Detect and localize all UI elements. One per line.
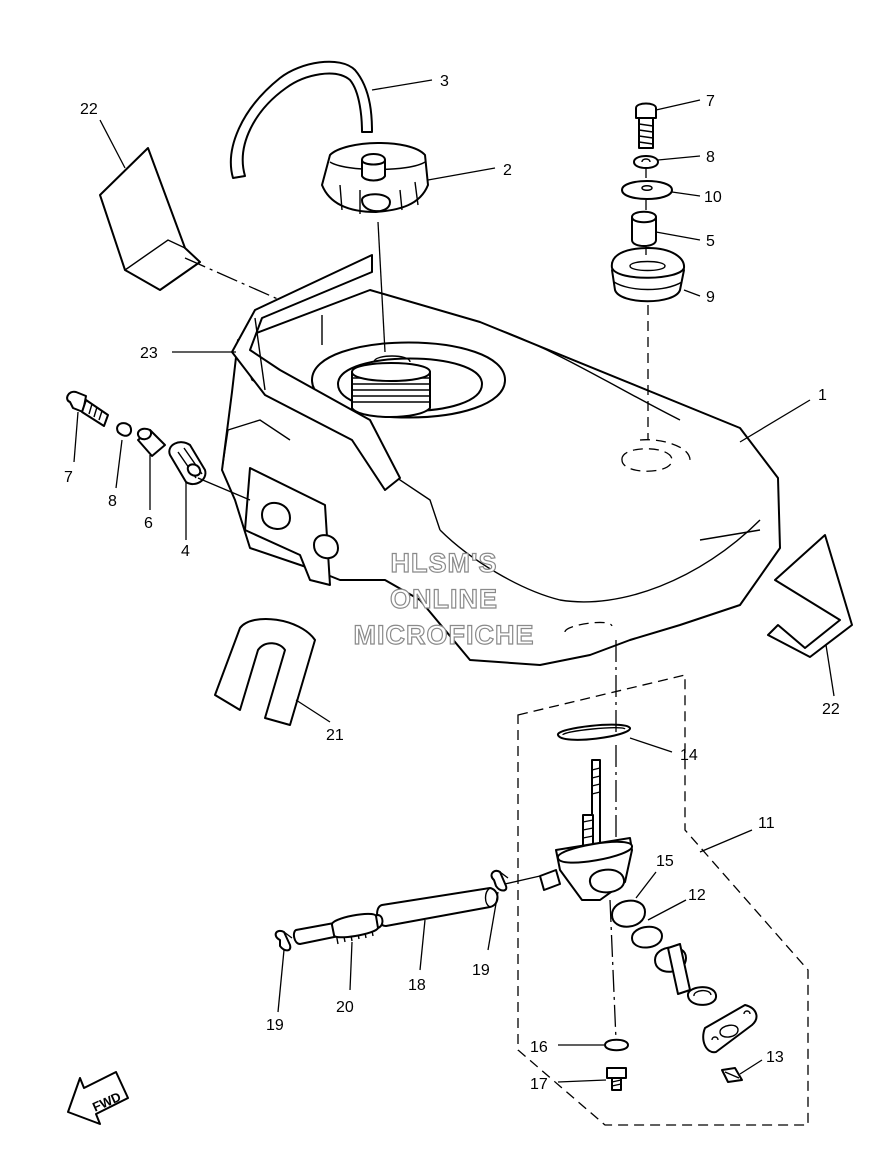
callout-16: 16 [530, 1039, 604, 1056]
breather-hose [229, 60, 373, 179]
svg-text:20: 20 [336, 999, 354, 1016]
callout-7-left: 7 [64, 411, 79, 486]
svg-text:13: 13 [766, 1049, 784, 1066]
svg-text:6: 6 [144, 515, 153, 532]
grommet-right [610, 247, 686, 303]
callout-1: 1 [739, 387, 827, 443]
callout-4: 4 [181, 482, 190, 560]
fuel-tank [221, 289, 781, 666]
cap-axis-line [377, 221, 386, 353]
callout-19-right: 19 [472, 891, 499, 979]
svg-text:3: 3 [440, 73, 449, 90]
callout-17: 17 [530, 1076, 607, 1093]
svg-text:17: 17 [530, 1076, 548, 1093]
svg-text:22: 22 [80, 101, 98, 118]
fuel-cock-body [539, 759, 634, 901]
callout-23: 23 [140, 345, 236, 362]
spring-washer-left [116, 422, 132, 437]
callout-8-left: 8 [108, 439, 123, 510]
fuel-cap [321, 142, 429, 214]
callout-9: 9 [683, 289, 715, 306]
callout-21: 21 [295, 699, 344, 744]
watermark: HLSM'S ONLINE MICROFICHE [353, 547, 535, 650]
tank-pad-upper [99, 147, 201, 291]
fuel-cock-washer [604, 1038, 629, 1052]
grommet-left [168, 441, 207, 486]
callout-18: 18 [408, 919, 426, 994]
callout-22-upper: 22 [80, 101, 126, 169]
hose-clip-right [490, 869, 509, 892]
callout-14: 14 [629, 737, 698, 764]
svg-text:10: 10 [704, 189, 722, 206]
svg-text:18: 18 [408, 977, 426, 994]
hose-axis-line [504, 875, 541, 885]
svg-text:21: 21 [326, 727, 344, 744]
callout-8-right: 8 [657, 149, 715, 166]
svg-text:14: 14 [680, 747, 698, 764]
fuel-hose [376, 887, 499, 927]
callout-5: 5 [655, 231, 715, 250]
svg-text:7: 7 [64, 469, 73, 486]
svg-text:4: 4 [181, 543, 190, 560]
svg-text:22: 22 [822, 701, 840, 718]
pad-axis-line [184, 257, 281, 301]
callout-19-left: 19 [266, 949, 285, 1034]
fuel-cock-cover-plate [702, 1004, 758, 1054]
svg-text:5: 5 [706, 233, 715, 250]
fuel-cock-axis-line [609, 640, 617, 1041]
mounting-bolt-left [66, 390, 109, 427]
fuel-cock-gasket [556, 723, 632, 741]
svg-text:2: 2 [503, 162, 512, 179]
hose-spring-protector [292, 912, 384, 945]
callout-22-lower: 22 [822, 644, 840, 718]
rubber-damper [214, 617, 316, 726]
callout-7-right: 7 [655, 93, 715, 111]
callout-13: 13 [739, 1049, 784, 1075]
callout-2: 2 [427, 162, 512, 181]
svg-text:16: 16 [530, 1039, 548, 1056]
callout-6: 6 [144, 455, 153, 532]
svg-text:9: 9 [706, 289, 715, 306]
fuel-cock-seal [631, 925, 663, 949]
callout-3: 3 [371, 73, 449, 91]
svg-text:HLSM'S: HLSM'S [391, 548, 498, 578]
svg-text:19: 19 [472, 962, 490, 979]
svg-text:7: 7 [706, 93, 715, 110]
tank-pad-lower [767, 534, 853, 658]
svg-text:1: 1 [818, 387, 827, 404]
svg-text:19: 19 [266, 1017, 284, 1034]
collar-right [631, 210, 657, 247]
fuel-cock-spring-ring [687, 986, 717, 1006]
left-mount-axis-line [197, 477, 251, 501]
svg-text:8: 8 [108, 493, 117, 510]
svg-text:MICROFICHE: MICROFICHE [354, 620, 535, 650]
callout-10: 10 [671, 189, 722, 206]
fuel-cock-assembly-outline [517, 674, 809, 1126]
svg-text:ONLINE: ONLINE [390, 584, 498, 614]
cover-screw [721, 1067, 743, 1083]
svg-text:15: 15 [656, 853, 674, 870]
callout-20: 20 [336, 941, 354, 1016]
svg-text:12: 12 [688, 887, 706, 904]
flat-washer [621, 180, 673, 200]
callout-15: 15 [635, 853, 674, 899]
fuel-cock-lever [654, 943, 691, 995]
hose-clip-left [274, 930, 293, 952]
callout-12: 12 [647, 887, 706, 921]
collar-left [136, 427, 166, 457]
svg-text:23: 23 [140, 345, 158, 362]
spring-washer-right [633, 155, 659, 169]
callout-11: 11 [699, 815, 775, 853]
fuel-cock-screw [606, 1067, 627, 1091]
fuel-cock-disc [611, 899, 646, 928]
svg-text:11: 11 [758, 815, 775, 832]
mounting-bolt-right [635, 102, 657, 149]
fwd-arrow-icon: FWD [67, 1071, 129, 1125]
tank-bracket [231, 254, 401, 491]
svg-text:8: 8 [706, 149, 715, 166]
